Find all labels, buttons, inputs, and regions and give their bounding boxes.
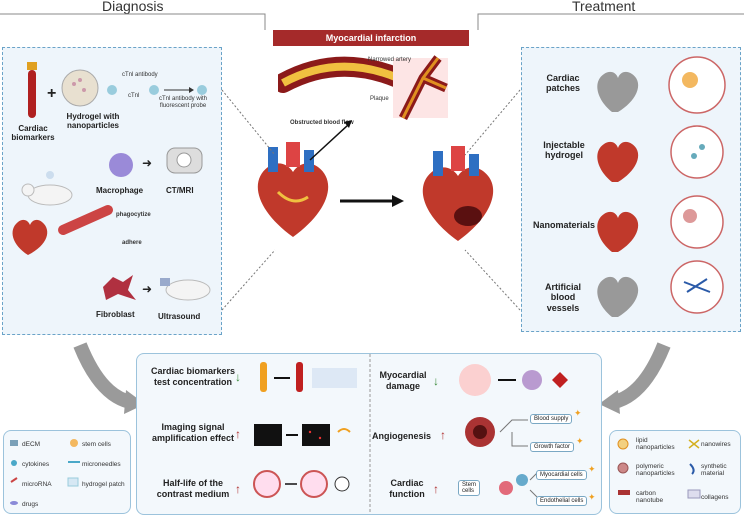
legend-right-icons — [617, 438, 701, 499]
treatment-nanomaterials: Nanomaterials — [532, 220, 596, 230]
legend-item: lipid nanoparticles — [636, 437, 675, 451]
heart-treated — [422, 146, 494, 241]
ctnl-process-icons — [107, 85, 207, 95]
legend-item: dECM — [22, 441, 41, 448]
header-brackets — [0, 13, 744, 30]
blood-supply-tag: Blood supply — [530, 414, 573, 424]
arrow-to-ultrasound: ➜ — [142, 282, 153, 296]
legend-item: synthetic material — [701, 463, 727, 477]
myocardial-infarction-banner: Myocardial infarction — [273, 30, 469, 46]
ct-mri-label: CT/MRI — [166, 186, 194, 195]
effect-arrow-up-icon: ↑ — [440, 428, 446, 442]
macrophage-label: Macrophage — [96, 186, 144, 195]
ct-scanner-icon — [166, 147, 203, 174]
adhere-label: adhere — [122, 240, 142, 246]
treatment-cardiac-patches: Cardiac patches — [545, 73, 580, 94]
legend-item: cytokines — [22, 461, 50, 468]
effects-left-illustrations — [253, 362, 357, 498]
narrowed-artery-label: Narrowed artery — [368, 57, 412, 63]
treatment-injectable-hydrogel: Injectable hydrogel — [543, 140, 585, 161]
ultrasound-label: Ultrasound — [158, 312, 201, 321]
fibroblast-icon — [103, 275, 136, 300]
legend-left — [3, 430, 131, 514]
ultrasound-mouse-icon — [160, 278, 211, 301]
legend-item: drugs — [22, 501, 39, 508]
obstructed-label: Obstructed blood flow — [290, 120, 354, 126]
stem-cells-tag: Stem cells — [458, 480, 480, 496]
effects-divider — [369, 354, 371, 514]
effect-label-angiogenesis: Angiogenesis — [372, 431, 432, 441]
effect-arrow-up-icon: ↑ — [235, 427, 241, 441]
effect-arrow-up-icon: ↑ — [433, 482, 439, 496]
legend-right — [609, 430, 741, 514]
star-icon: ✦ — [576, 436, 584, 446]
artery-illustration — [278, 55, 448, 121]
legend-item: microRNA — [22, 481, 52, 488]
plaque-label: Plaque — [370, 96, 389, 102]
heart-diagnosis — [257, 142, 329, 237]
legend-item: collagens — [701, 494, 729, 501]
ctnl-label: cTnl — [128, 93, 140, 99]
effect-label-myocardial-damage: Myocardial damage — [379, 370, 427, 391]
star-icon: ✦ — [588, 464, 596, 474]
phagocytize-label: phagocytize — [116, 212, 151, 218]
vessel-heart-icon — [12, 205, 113, 255]
effect-label-cardiac-function: Cardiac function — [389, 478, 425, 499]
effect-arrow-down-icon: ↓ — [433, 374, 439, 388]
treatment-artificial-vessels: Artificial blood vessels — [544, 282, 581, 313]
macrophage-icon — [109, 153, 133, 177]
growth-factor-tag: Growth factor — [530, 442, 575, 452]
effect-arrow-down-icon: ↓ — [235, 370, 241, 384]
star-icon: ✦ — [574, 408, 582, 418]
legend-item: stem cells — [82, 441, 111, 448]
treatment-header: Treatment — [572, 0, 636, 14]
fibroblast-label: Fibroblast — [96, 310, 135, 319]
effects-right-illustrations — [459, 364, 568, 499]
legend-left-icons — [10, 439, 80, 505]
effect-label-halflife: Half-life of the contrast medium — [156, 478, 230, 499]
legend-item: polymeric nanoparticles — [636, 463, 675, 477]
cardiac-biomarkers-label: Cardiac biomarkers — [11, 124, 55, 143]
legend-item: carbon nanotube — [636, 490, 664, 504]
ctnl-antibody-label: cTnl antibody — [122, 72, 158, 78]
hydrogel-dish-icon — [61, 69, 99, 107]
treatment-illustrations — [597, 56, 726, 317]
star-icon: ✦ — [588, 492, 596, 502]
plus-icon: + — [47, 85, 57, 102]
effect-label-biomarkers: Cardiac biomarkers test concentration — [150, 366, 236, 387]
legend-item: microneedles — [82, 461, 121, 468]
legend-item: hydrogel patch — [82, 481, 125, 488]
hydrogel-label: Hydrogel with nanoparticles — [66, 112, 120, 131]
effect-arrow-up-icon: ↑ — [235, 482, 241, 496]
mouse-injection-icon — [21, 171, 73, 206]
myocardial-cells-tag: Myocardial cells — [536, 470, 587, 480]
legend-item: nanowires — [701, 441, 731, 448]
effect-label-imaging: Imaging signal amplification effect — [151, 422, 234, 443]
biomarker-tube-icon — [27, 62, 37, 118]
arrow-to-ct: ➜ — [142, 156, 153, 170]
diagnosis-header: Diagnosis — [102, 0, 164, 14]
endothelial-cells-tag: Endothelial cells — [536, 496, 588, 506]
ctnl-fluorescent-label: cTnl antibody with fluorescent probe — [158, 96, 208, 109]
